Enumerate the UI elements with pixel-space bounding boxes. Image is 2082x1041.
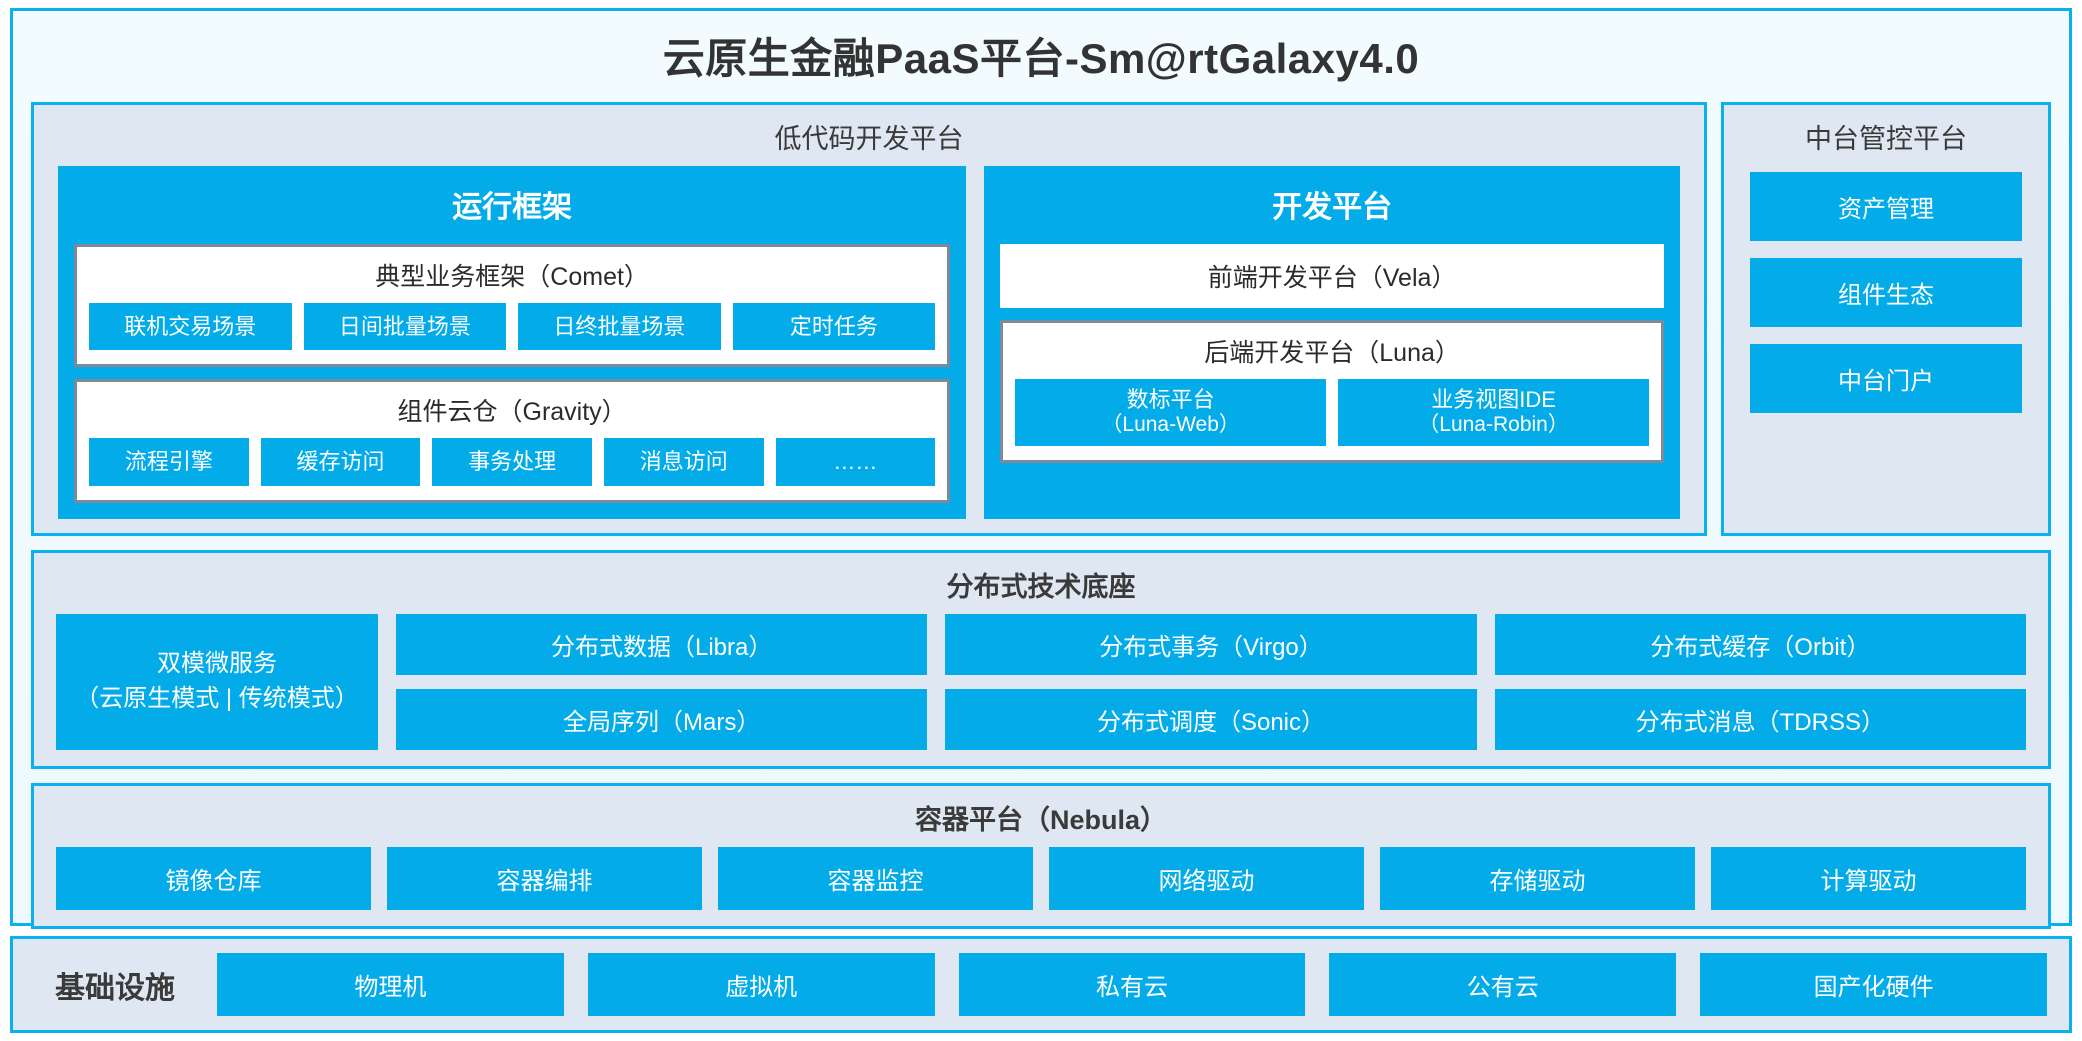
infrastructure-item-domestic-hardware[interactable]: 国产化硬件 xyxy=(1700,953,2047,1016)
development-platform-card: 开发平台 前端开发平台（Vela） 后端开发平台（Luna） 数标平台 （Lun… xyxy=(984,166,1680,519)
tech-cell-orbit[interactable]: 分布式缓存（Orbit） xyxy=(1494,613,2026,675)
vela-box[interactable]: 前端开发平台（Vela） xyxy=(1000,244,1664,308)
infrastructure-item-private-cloud[interactable]: 私有云 xyxy=(958,953,1306,1016)
infrastructure-item-physical-machine[interactable]: 物理机 xyxy=(217,953,564,1016)
tech-cell-libra[interactable]: 分布式数据（Libra） xyxy=(396,613,928,675)
infrastructure-label: 基础设施 xyxy=(55,971,175,1005)
tech-column-2: 分布式事务（Virgo） 分布式调度（Sonic） xyxy=(945,613,1477,750)
tech-column-1: 分布式数据（Libra） 全局序列（Mars） xyxy=(396,613,928,750)
zhongtai-item-component-ecosystem[interactable]: 组件生态 xyxy=(1750,258,2022,327)
comet-item[interactable]: 日终批量场景 xyxy=(518,303,721,351)
dual-mode-line2: （云原生模式 | 传统模式） xyxy=(75,684,359,712)
container-item-network-driver[interactable]: 网络驱动 xyxy=(1049,846,1364,910)
distributed-tech-body: 双模微服务 （云原生模式 | 传统模式） 分布式数据（Libra） 全局序列（M… xyxy=(34,613,2048,750)
container-item-orchestration[interactable]: 容器编排 xyxy=(387,846,702,910)
container-platform-title: 容器平台（Nebula） xyxy=(914,804,1168,835)
comet-item[interactable]: 日间批量场景 xyxy=(303,303,507,351)
container-item-image-repo[interactable]: 镜像仓库 xyxy=(56,846,371,910)
gravity-title: 组件云仓（Gravity） xyxy=(397,398,627,427)
comet-box: 典型业务框架（Comet） 联机交易场景 日间批量场景 日终批量场景 定时任务 xyxy=(74,244,951,368)
runtime-framework-title: 运行框架 xyxy=(452,191,573,224)
luna-chip-row: 数标平台 （Luna-Web） 业务视图IDE （Luna-Robin） xyxy=(1015,379,1650,446)
container-item-monitoring[interactable]: 容器监控 xyxy=(718,846,1033,910)
lowcode-platform-body: 运行框架 典型业务框架（Comet） 联机交易场景 日间批量场景 日终批量场景 … xyxy=(34,166,1704,519)
luna-web-item[interactable]: 数标平台 （Luna-Web） xyxy=(1015,379,1327,446)
luna-web-code: （Luna-Web） xyxy=(1101,412,1240,436)
luna-web-name: 数标平台 xyxy=(1126,387,1215,412)
luna-robin-code: （Luna-Robin） xyxy=(1418,412,1569,436)
main-frame: 云原生金融PaaS平台-Sm@rtGalaxy4.0 低代码开发平台 运行框架 … xyxy=(10,8,2072,929)
tech-cell-tdrss[interactable]: 分布式消息（TDRSS） xyxy=(1494,688,2026,750)
infrastructure-item-public-cloud[interactable]: 公有云 xyxy=(1329,953,1677,1016)
gravity-item[interactable]: 缓存访问 xyxy=(260,438,421,486)
infrastructure-bar: 基础设施 物理机 虚拟机 私有云 公有云 国产化硬件 xyxy=(10,936,2072,1033)
lowcode-platform-panel: 低代码开发平台 运行框架 典型业务框架（Comet） 联机交易场景 日间批量场景… xyxy=(31,102,1707,536)
gravity-item[interactable]: 事务处理 xyxy=(432,438,592,486)
zhongtai-management-panel: 中台管控平台 资产管理 组件生态 中台门户 xyxy=(1721,102,2051,536)
container-platform-panel: 容器平台（Nebula） 镜像仓库 容器编排 容器监控 网络驱动 存储驱动 计算… xyxy=(31,782,2051,929)
infrastructure-items: 物理机 虚拟机 私有云 公有云 国产化硬件 xyxy=(217,953,2047,1016)
container-item-storage-driver[interactable]: 存储驱动 xyxy=(1380,846,1695,910)
comet-chip-row: 联机交易场景 日间批量场景 日终批量场景 定时任务 xyxy=(89,303,936,351)
tech-cell-mars[interactable]: 全局序列（Mars） xyxy=(396,688,928,750)
gravity-item-more[interactable]: …… xyxy=(775,438,936,486)
runtime-framework-card: 运行框架 典型业务框架（Comet） 联机交易场景 日间批量场景 日终批量场景 … xyxy=(58,166,967,519)
zhongtai-item-asset-management[interactable]: 资产管理 xyxy=(1750,172,2022,241)
top-row: 低代码开发平台 运行框架 典型业务框架（Comet） 联机交易场景 日间批量场景… xyxy=(31,102,2051,536)
tech-cell-sonic[interactable]: 分布式调度（Sonic） xyxy=(945,688,1477,750)
vela-title: 前端开发平台（Vela） xyxy=(1207,264,1457,292)
comet-item[interactable]: 联机交易场景 xyxy=(89,303,292,351)
dual-mode-line1: 双模微服务 xyxy=(157,649,277,677)
comet-title: 典型业务框架（Comet） xyxy=(375,263,649,291)
tech-cell-virgo[interactable]: 分布式事务（Virgo） xyxy=(945,613,1477,675)
luna-box: 后端开发平台（Luna） 数标平台 （Luna-Web） 业务视图IDE （Lu… xyxy=(1000,320,1664,463)
zhongtai-item-list: 资产管理 组件生态 中台门户 xyxy=(1724,166,2048,517)
distributed-tech-title: 分布式技术底座 xyxy=(946,571,1136,602)
page-title: 云原生金融PaaS平台-Sm@rtGalaxy4.0 xyxy=(662,35,1420,82)
gravity-item[interactable]: 消息访问 xyxy=(603,438,764,486)
gravity-chip-row: 流程引擎 缓存访问 事务处理 消息访问 …… xyxy=(89,438,936,486)
tech-column-3: 分布式缓存（Orbit） 分布式消息（TDRSS） xyxy=(1494,613,2026,750)
zhongtai-item-portal[interactable]: 中台门户 xyxy=(1750,344,2022,413)
distributed-tech-panel: 分布式技术底座 双模微服务 （云原生模式 | 传统模式） 分布式数据（Libra… xyxy=(31,549,2051,769)
dual-mode-microservice-cell[interactable]: 双模微服务 （云原生模式 | 传统模式） xyxy=(56,613,378,750)
comet-item[interactable]: 定时任务 xyxy=(732,303,936,351)
gravity-box: 组件云仓（Gravity） 流程引擎 缓存访问 事务处理 消息访问 …… xyxy=(74,379,951,503)
container-platform-body: 镜像仓库 容器编排 容器监控 网络驱动 存储驱动 计算驱动 xyxy=(34,846,2048,910)
development-platform-title: 开发平台 xyxy=(1272,191,1393,224)
gravity-item[interactable]: 流程引擎 xyxy=(89,438,249,486)
zhongtai-title: 中台管控平台 xyxy=(1805,124,1967,154)
luna-robin-name: 业务视图IDE xyxy=(1431,387,1556,412)
infrastructure-item-virtual-machine[interactable]: 虚拟机 xyxy=(587,953,935,1016)
lowcode-platform-title: 低代码开发平台 xyxy=(774,124,964,154)
luna-robin-item[interactable]: 业务视图IDE （Luna-Robin） xyxy=(1338,379,1650,446)
luna-title: 后端开发平台（Luna） xyxy=(1204,339,1460,367)
container-item-compute-driver[interactable]: 计算驱动 xyxy=(1711,846,2026,910)
